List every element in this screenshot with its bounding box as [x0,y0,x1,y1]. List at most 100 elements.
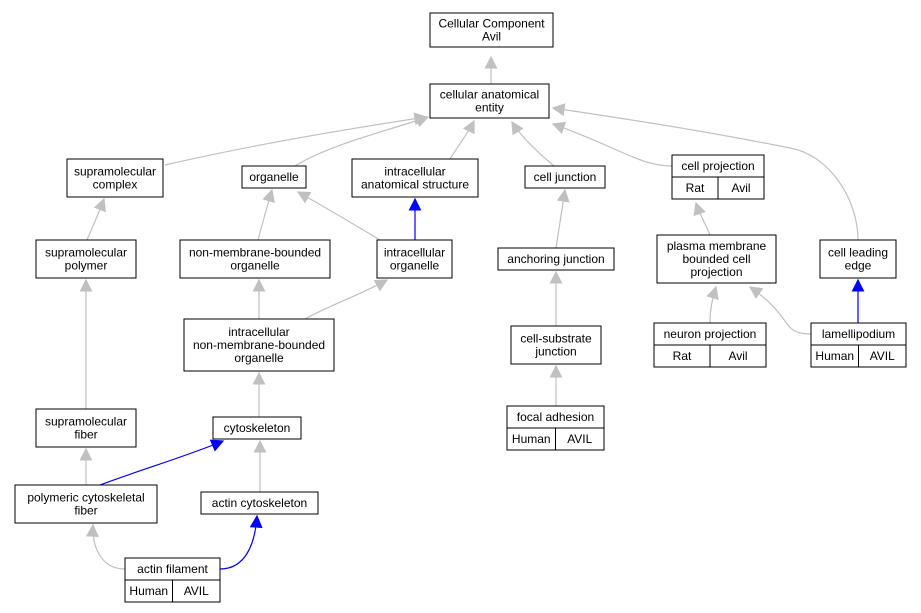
species-badge: Rat [671,176,719,200]
node-label: anatomical structure [361,178,469,192]
node-label: cell projection [681,159,754,173]
graph-edge [449,119,475,160]
node-label: organelle [230,259,280,273]
node-label: cytoskeleton [224,421,291,435]
node-label: polymer [65,259,108,273]
graph-edge [511,120,555,167]
node-label: actin filament [137,562,208,576]
node-label: intracellular [384,165,445,179]
badge-label: Human [815,349,854,363]
node-label: fiber [74,428,97,442]
graph-edge [706,285,719,324]
graph-edge [304,279,389,320]
graph-edge [99,439,225,486]
badge-label: Avil [728,349,747,363]
badge-label: Avil [731,181,750,195]
species-badge: Human [124,579,173,603]
graph-edge [164,112,428,166]
species-badge: Rat [653,344,711,368]
node-intracellular-non-membrane-bounded-organelle[interactable]: intracellularnon-membrane-boundedorganel… [183,318,335,372]
node-label: complex [93,178,138,192]
species-badge: Human [810,344,859,368]
graph-edge [86,197,106,241]
node-label: intracellular [384,246,445,260]
node-label: edge [845,259,872,273]
badge-label: Human [129,584,168,598]
node-label: cell-substrate [520,332,592,346]
node-label: projection [690,265,742,279]
gene-badge: Avil [717,176,765,200]
node-label: cell leading [828,246,888,260]
graph-edge [85,523,126,570]
gene-badge: Avil [709,344,767,368]
node-label: organelle [390,259,440,273]
node-label: fiber [74,504,97,518]
node-label: lamellipodium [822,327,895,341]
node-organelle[interactable]: organelle [241,165,307,189]
node-label: Avil [482,30,501,44]
node-label: supramolecular [45,415,127,429]
graph-edge [257,188,275,241]
gene-badge: AVIL [172,579,221,603]
node-label: focal adhesion [517,410,594,424]
species-badge: Human [506,427,556,451]
node-label: non-membrane-bounded [193,338,325,352]
node-label: cellular anatomical [440,88,539,102]
node-label: organelle [249,170,299,184]
node-label: intracellular [228,325,289,339]
badge-label: Human [512,432,551,446]
badge-label: AVIL [870,349,895,363]
node-label: junction [534,345,576,359]
graph-edge [693,201,711,236]
node-label: plasma membrane [667,239,767,253]
node-cell-junction[interactable]: cell junction [524,165,606,189]
graph-edge [219,514,263,570]
badge-label: Rat [673,349,692,363]
graph-edge [551,103,859,241]
node-label: anchoring junction [507,252,604,266]
gene-badge: AVIL [858,344,907,368]
node-label: actin cytoskeleton [212,496,307,510]
gene-badge: AVIL [555,427,605,451]
node-label: organelle [234,351,284,365]
graph-edge [294,114,430,167]
graph-edge [551,121,673,167]
node-label: cell junction [534,170,597,184]
badge-label: AVIL [567,432,592,446]
node-actin-cytoskeleton[interactable]: actin cytoskeleton [200,491,319,515]
node-label: supramolecular [45,246,127,260]
badge-label: Rat [686,181,705,195]
graph-edge [555,188,570,249]
node-label: Cellular Component [438,17,545,31]
node-label: neuron projection [664,327,757,341]
node-label: polymeric cytoskeletal [27,491,144,505]
node-label: bounded cell [682,252,750,266]
node-label: non-membrane-bounded [189,246,321,260]
node-label: supramolecular [74,165,156,179]
graph-edge [748,286,812,335]
graph-edge [296,191,381,241]
node-anchoring-junction[interactable]: anchoring junction [497,247,615,271]
graph-edges [79,55,865,570]
badge-label: AVIL [184,584,209,598]
node-cytoskeleton[interactable]: cytoskeleton [212,416,302,440]
